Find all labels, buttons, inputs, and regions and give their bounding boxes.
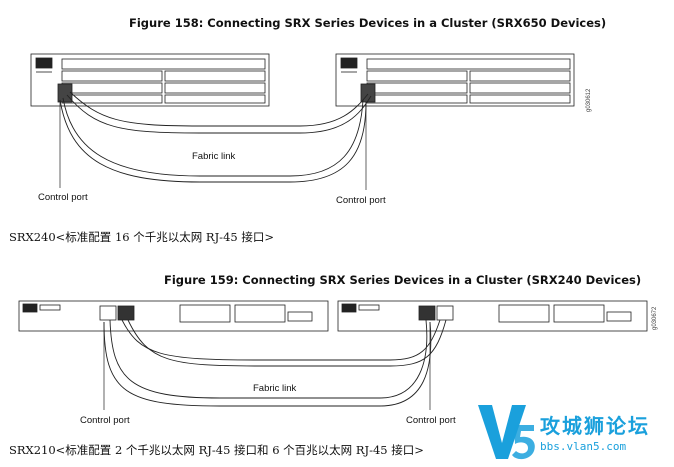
figure-159-fabric-cables: [121, 319, 447, 367]
figure-159-side-code: g030672: [652, 306, 658, 330]
figure-159-control-port-left: Control port: [80, 415, 130, 426]
figure-159-control-cables: [103, 319, 432, 407]
figure-158-pointer-lines: [59, 100, 367, 190]
srx240-caption: SRX240<标准配置 16 个千兆以太网 RJ-45 接口>: [9, 230, 274, 244]
figure-158-control-cables: [59, 97, 367, 183]
v5-logo-icon: [478, 405, 535, 460]
figure-159-fabric-label: Fabric link: [253, 383, 297, 394]
srx210-caption: SRX210<标准配置 2 个千兆以太网 RJ-45 接口和 6 个百兆以太网 …: [9, 443, 424, 457]
forum-watermark: 攻城狮论坛 bbs.vlan5.com: [474, 399, 674, 467]
figure-158-title: Figure 158: Connecting SRX Series Device…: [129, 16, 607, 30]
srx240-right-chassis: [337, 300, 648, 332]
figure-158-fabric-label: Fabric link: [192, 151, 236, 162]
srx240-left-chassis: [18, 300, 329, 332]
srx650-left-chassis: [30, 53, 270, 107]
figure-158-control-port-left: Control port: [38, 192, 88, 203]
figure-158-control-port-right: Control port: [336, 195, 386, 206]
figure-159-pointer-lines: [103, 322, 431, 410]
srx650-right-chassis: [335, 53, 575, 107]
figure-159-control-port-right: Control port: [406, 415, 456, 426]
figure-158-fabric-cables: [66, 91, 372, 134]
watermark-name: 攻城狮论坛: [540, 414, 650, 438]
figure-159-title: Figure 159: Connecting SRX Series Device…: [164, 273, 642, 287]
watermark-url: bbs.vlan5.com: [540, 440, 627, 453]
